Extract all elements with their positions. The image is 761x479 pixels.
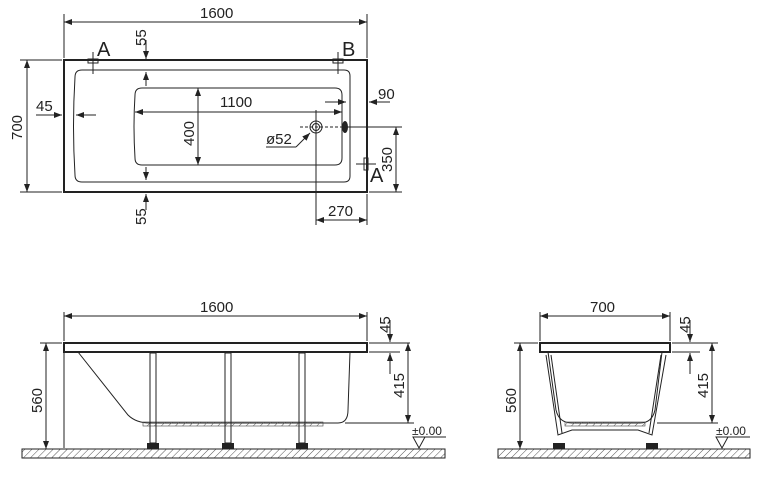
section-mark-b: B [342, 39, 355, 61]
dim-overflow-offset: 90 [378, 86, 395, 103]
top-view: 1600 700 45 55 55 1100 400 ø52 90 [9, 5, 402, 225]
dim-drain-from-side: 350 [379, 147, 396, 172]
end-dim-depth: 415 [695, 373, 712, 398]
dim-bottom-width: 400 [181, 121, 198, 146]
level-marker-icon [412, 436, 426, 450]
end-floor-hatch [497, 448, 751, 459]
end-tub-rim [539, 342, 671, 353]
end-level-marker-icon [715, 436, 729, 450]
overflow-icon [342, 121, 348, 133]
end-dim-width: 700 [590, 299, 615, 316]
dim-rim-bottom: 55 [133, 208, 150, 225]
end-dim-rim: 45 [677, 316, 694, 333]
dim-rim-side: 45 [36, 98, 53, 115]
side-dim-length: 1600 [200, 299, 233, 316]
drain-icon [309, 120, 323, 134]
side-view: 1600 45 415 560 ±0.00 [21, 299, 446, 459]
end-floor-level: ±0.00 [716, 424, 746, 438]
end-dim-height: 560 [503, 388, 520, 413]
basin-bottom-outline [133, 87, 343, 166]
end-view: 700 45 415 560 ±0.00 [497, 299, 751, 459]
side-dim-depth: 415 [391, 373, 408, 398]
tub-rim [63, 342, 368, 353]
dim-width: 700 [9, 115, 26, 140]
dim-length: 1600 [200, 5, 233, 22]
floor-hatch [21, 448, 446, 459]
dim-bottom-length: 1100 [220, 94, 252, 111]
dim-rim-top: 55 [133, 29, 150, 46]
side-dim-rim: 45 [377, 316, 394, 333]
section-mark-a-side: A [370, 165, 384, 187]
support-legs [147, 352, 308, 449]
tub-body [77, 351, 351, 424]
end-tub-body [547, 351, 663, 424]
tub-outline [63, 59, 368, 193]
side-floor-level: ±0.00 [412, 424, 442, 438]
dim-drain-diameter: ø52 [266, 131, 292, 148]
dim-drain-from-end: 270 [328, 203, 353, 220]
basin-outline [73, 69, 351, 183]
side-dim-height: 560 [29, 388, 46, 413]
section-mark-a-top: A [97, 39, 111, 61]
end-support-frame [545, 354, 667, 436]
